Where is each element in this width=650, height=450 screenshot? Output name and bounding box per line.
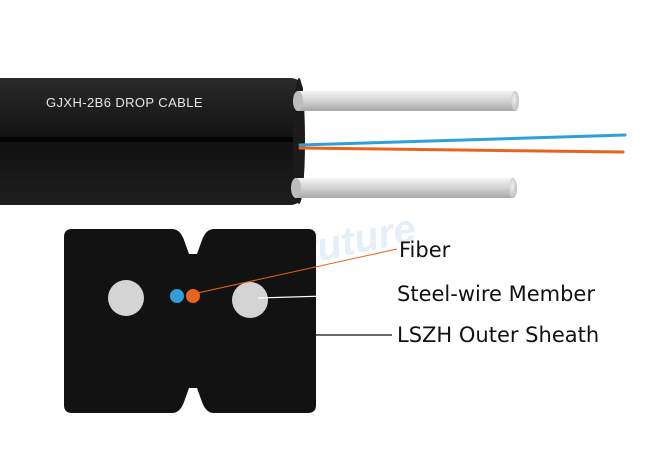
cross-section	[64, 229, 316, 413]
label-fiber: Fiber	[399, 238, 451, 262]
label-steel-wire-member: Steel-wire Member	[397, 282, 595, 306]
steel-wire-right-section	[232, 282, 268, 318]
fiber-orange	[298, 146, 625, 154]
steel-wire-left-section	[108, 280, 144, 316]
steel-wire-lower	[291, 178, 517, 198]
steel-wire-leader-line	[257, 293, 394, 299]
fiber-blue	[298, 133, 627, 147]
steel-wire-upper	[293, 91, 519, 111]
drop-cable: GJXH-2B6 DROP CABLE	[0, 78, 627, 205]
fiber-leader-line	[192, 248, 398, 295]
fiber-orange-section	[186, 289, 200, 303]
label-lszh-outer-sheath: LSZH Outer Sheath	[397, 323, 599, 347]
jacket-notch-groove	[0, 137, 303, 142]
cable-print-text: GJXH-2B6 DROP CABLE	[46, 95, 203, 110]
cross-section-jacket	[64, 229, 316, 413]
fiber-blue-section	[170, 289, 184, 303]
